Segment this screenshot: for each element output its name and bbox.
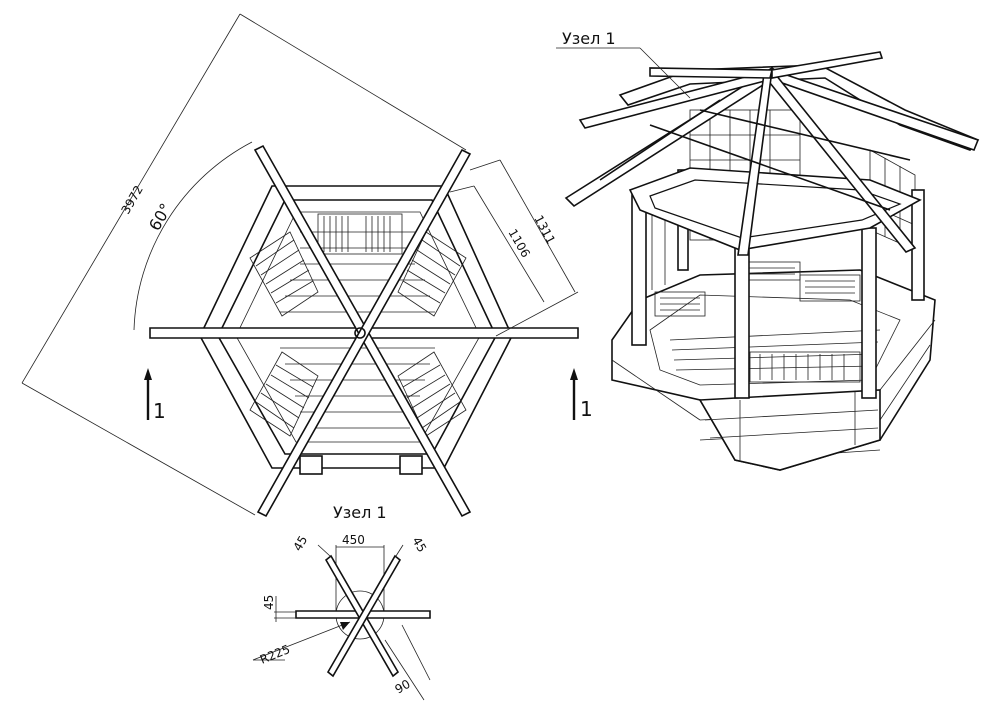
dim-node-top-right: 45 [409, 535, 429, 555]
dim-angle: 60° [145, 200, 176, 234]
railing-front [749, 351, 861, 383]
callout-label: Узел 1 [562, 29, 616, 48]
railing-top [317, 213, 403, 255]
roof [564, 51, 980, 256]
dim-node-radius: R225 [258, 642, 292, 667]
section-mark-right: 1 [570, 368, 593, 421]
dim-node-left: 45 [262, 595, 276, 610]
node-detail-title: Узел 1 [333, 503, 387, 522]
dim-inner-side: 1106 [505, 227, 532, 260]
section-mark-right-label: 1 [580, 397, 593, 421]
isometric-view: Узел 1 [556, 29, 980, 471]
rafters [149, 144, 579, 518]
dim-node-top: 450 [342, 533, 365, 547]
benches [249, 231, 467, 437]
section-mark-left: 1 [144, 368, 166, 423]
floor [649, 294, 901, 386]
dimension-lines [21, 13, 579, 516]
dim-outer-side: 1311 [531, 213, 558, 247]
dim-node-bottom: 90 [393, 677, 413, 697]
plan-view: 3972 60° 1311 1106 1 1 [21, 13, 593, 518]
dim-overall: 3972 [118, 183, 145, 216]
section-mark-left-label: 1 [153, 399, 166, 423]
dim-node-top-left: 45 [290, 533, 310, 553]
node-detail: Узел 1 450 45 45 45 R225 90 [252, 503, 431, 701]
